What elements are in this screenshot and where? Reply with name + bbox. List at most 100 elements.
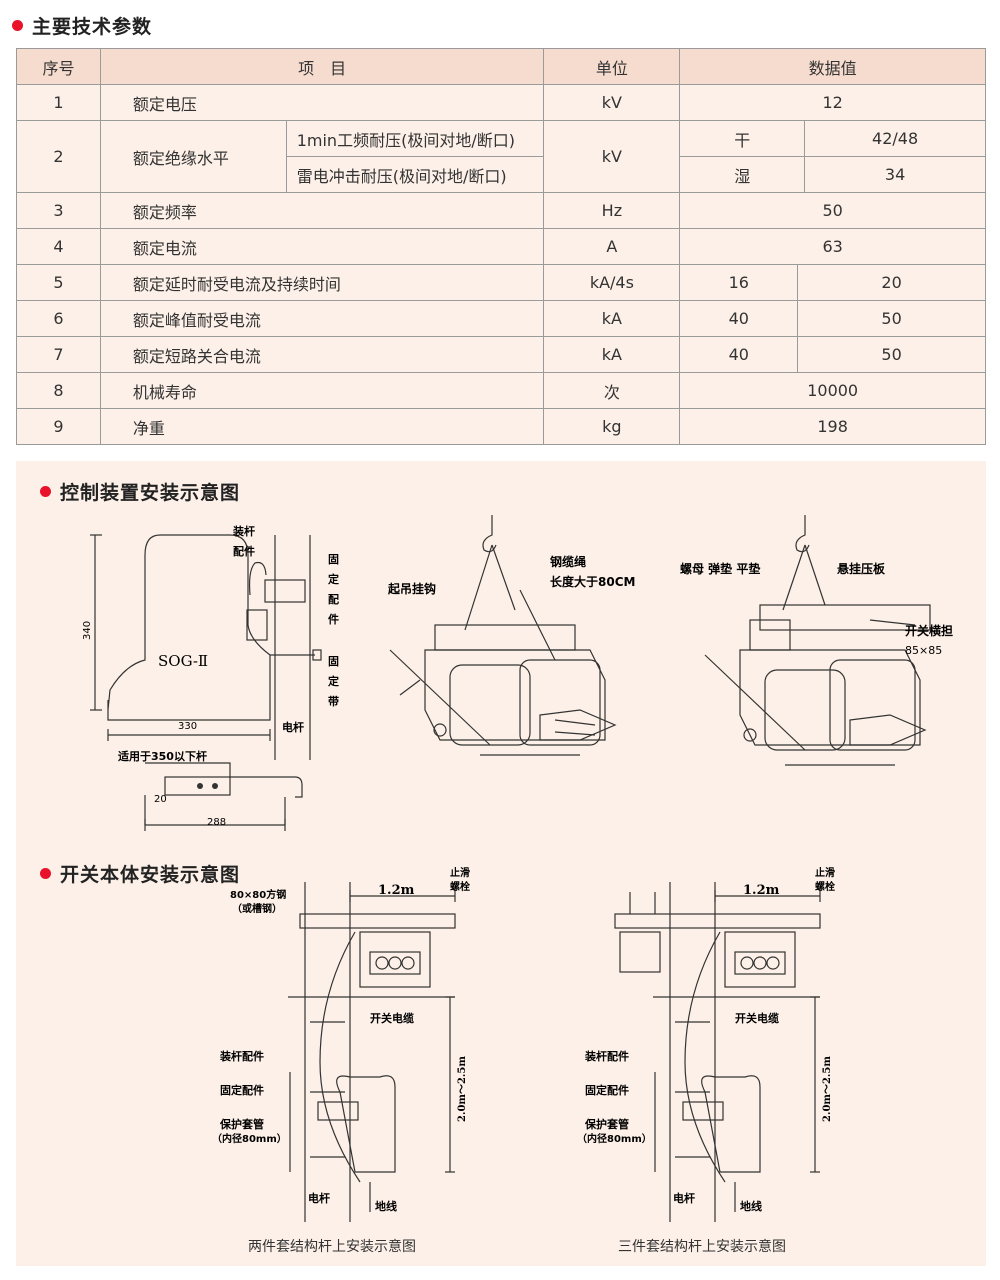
label-fixing-part: 定 [328, 572, 339, 586]
row-no: 9 [16, 408, 101, 445]
row-unit: kA [543, 336, 681, 373]
row-unit: kV [543, 84, 681, 121]
lifting-diagram-1: 起吊挂钩 钢缆绳 长度大于80CM [387, 515, 635, 756]
table-row: 8 机械寿命 次 10000 [16, 372, 986, 409]
label-fixing-band: 带 [328, 694, 339, 708]
row-dry-value: 42/48 [804, 120, 986, 157]
row-subitem: 雷电冲击耐压(极间对地/断口) [285, 156, 545, 193]
label-rope-length: 长度大于80CM [550, 574, 635, 589]
label-span: 1.2m [743, 883, 780, 898]
table-row: 2 额定绝缘水平 1min工频耐压(极间对地/断口) kV 干 42/48 [16, 120, 986, 193]
label-sleeve2: （内径80mm） [577, 1132, 652, 1145]
bullet-icon [12, 20, 23, 31]
label-cable: 开关电缆 [370, 1011, 414, 1025]
row-value-2: 20 [797, 264, 986, 301]
label-height: 2.0m～2.5m [457, 1056, 468, 1122]
table-header-row: 序号 项 目 单位 数据值 [16, 48, 986, 85]
row-value-2: 50 [797, 300, 986, 337]
table-row: 4 额定电流 A 63 [16, 228, 986, 265]
label-fixing-band: 固 [328, 655, 339, 668]
label-bolt2: 螺栓 [450, 880, 470, 893]
label-span: 1.2m [378, 883, 415, 898]
bullet-icon [40, 486, 51, 497]
label-bolt2: 螺栓 [815, 880, 835, 893]
row-no: 1 [16, 84, 101, 121]
header-item: 项 目 [99, 48, 545, 85]
table-row: 9 净重 kg 198 [16, 408, 986, 445]
row-unit: A [543, 228, 681, 265]
label-fixing-part: 件 [328, 612, 339, 626]
label-pole-fitting: 装杆 [232, 524, 255, 538]
header-no: 序号 [16, 48, 101, 85]
label-fixing-part: 固 [328, 553, 339, 566]
switch-diagram-left: 80×80方钢 （或槽钢） 1.2m 止滑 螺栓 开关电缆 装杆配件 固定配件 … [212, 866, 470, 1222]
crane-hook-icon [795, 515, 810, 553]
label-crossarm: 开关横担 [905, 623, 953, 638]
diagram-panel [16, 461, 986, 1266]
row-value: 63 [679, 228, 986, 265]
row-dry-label: 干 [679, 120, 806, 157]
row-unit: 次 [543, 372, 681, 409]
row-value-1: 40 [679, 336, 799, 373]
label-dim-288: 288 [207, 817, 226, 828]
label-fixing-part: 配 [328, 592, 339, 606]
label-dim-width: 330 [178, 721, 197, 732]
switch-diagram-right: 1.2m 止滑 螺栓 开关电缆 装杆配件 固定配件 保护套管 （内径80mm） … [577, 866, 835, 1222]
spec-table: 序号 项 目 单位 数据值 1 额定电压 kV 12 2 额定绝缘水平 1min… [16, 48, 986, 445]
table-row: 7 额定短路关合电流 kA 40 50 [16, 336, 986, 373]
row-value-1: 16 [679, 264, 799, 301]
cabinet-outline [107, 534, 271, 721]
label-cable: 开关电缆 [735, 1011, 779, 1025]
label-height: 2.0m～2.5m [822, 1056, 833, 1122]
label-model: SOG-Ⅱ [158, 652, 208, 670]
row-item: 机械寿命 [99, 372, 545, 409]
label-sleeve: 保护套管 [219, 1117, 264, 1131]
table-row: 5 额定延时耐受电流及持续时间 kA/4s 16 20 [16, 264, 986, 301]
table-row: 6 额定峰值耐受电流 kA 40 50 [16, 300, 986, 337]
row-no: 2 [16, 120, 101, 193]
row-unit: Hz [543, 192, 681, 229]
label-fixing-part: 固定配件 [220, 1083, 264, 1097]
row-item: 额定绝缘水平 [99, 120, 287, 193]
label-pole-fitting2: 配件 [233, 544, 255, 558]
row-unit: kg [543, 408, 681, 445]
label-rope: 钢缆绳 [550, 554, 586, 569]
section-title-control: 控制装置安装示意图 [40, 478, 240, 505]
label-fixing-part: 固定配件 [585, 1083, 629, 1097]
row-value: 10000 [679, 372, 986, 409]
label-ground: 地线 [375, 1199, 397, 1213]
label-sleeve: 保护套管 [584, 1117, 629, 1131]
row-no: 4 [16, 228, 101, 265]
label-pole-fitting: 装杆配件 [219, 1049, 264, 1063]
caption-right: 三件套结构杆上安装示意图 [618, 1239, 786, 1255]
row-subitem: 1min工频耐压(极间对地/断口) [285, 120, 545, 157]
row-item: 额定峰值耐受电流 [99, 300, 545, 337]
row-item: 额定电流 [99, 228, 545, 265]
label-sleeve2: （内径80mm） [212, 1132, 287, 1145]
control-device-diagram: 装杆 配件 固 定 配 件 固 定 带 电杆 SOG-Ⅱ 340 330 适用于… [82, 524, 339, 831]
label-crossarm-size: 85×85 [905, 644, 942, 657]
label-nuts: 螺母 弹垫 平垫 [680, 561, 760, 576]
crane-hook-icon [482, 515, 497, 553]
label-pole: 电杆 [308, 1191, 330, 1205]
caption-left: 两件套结构杆上安装示意图 [248, 1239, 416, 1255]
section-title-text: 开关本体安装示意图 [60, 864, 241, 886]
row-no: 7 [16, 336, 101, 373]
row-value: 12 [679, 84, 986, 121]
row-value-1: 40 [679, 300, 799, 337]
label-ground: 地线 [740, 1199, 762, 1213]
label-dim-height: 340 [82, 621, 93, 640]
row-value: 198 [679, 408, 986, 445]
label-applicable: 适用于350以下杆 [118, 749, 207, 763]
label-bolt: 止滑 [450, 866, 470, 879]
label-pole: 电杆 [673, 1191, 695, 1205]
row-item: 额定电压 [99, 84, 545, 121]
section-title-params: 主要技术参数 [12, 12, 152, 39]
insulator-icon [629, 892, 656, 914]
row-no: 5 [16, 264, 101, 301]
row-no: 3 [16, 192, 101, 229]
label-dim-20: 20 [154, 794, 167, 805]
row-item: 额定频率 [99, 192, 545, 229]
section-title-text: 主要技术参数 [32, 16, 153, 38]
row-unit: kA [543, 300, 681, 337]
